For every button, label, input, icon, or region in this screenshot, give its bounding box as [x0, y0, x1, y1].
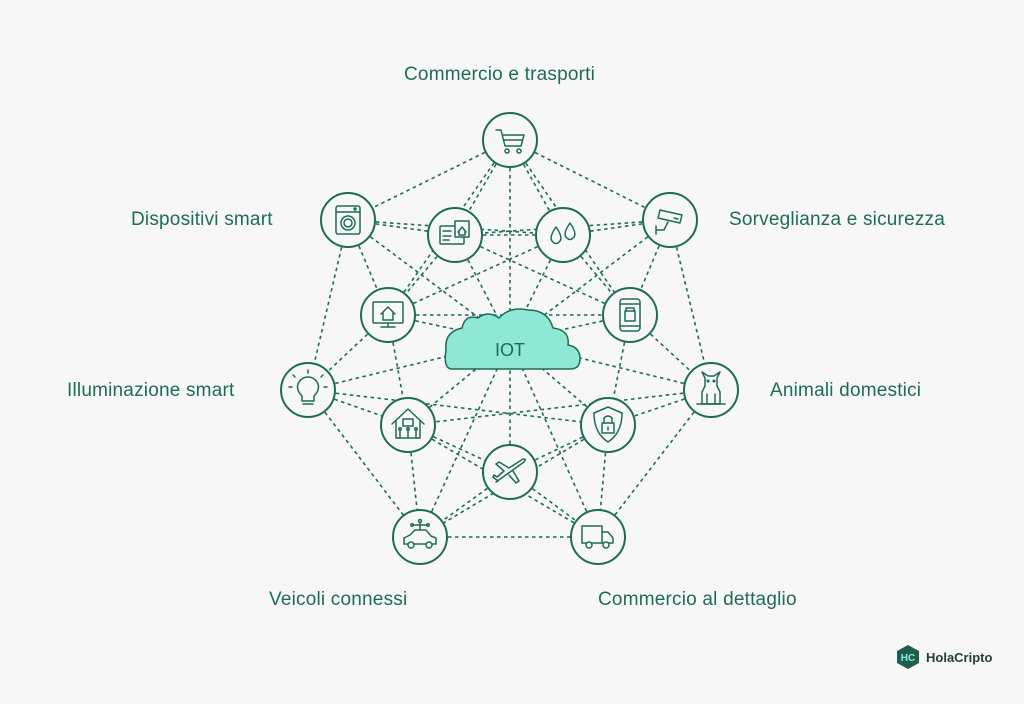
node-washer: [320, 192, 376, 248]
airplane-icon: [492, 458, 527, 484]
node-lock: [580, 397, 636, 453]
node-circle: [570, 509, 626, 565]
security-camera-icon: [655, 209, 683, 235]
connection-line: [407, 389, 712, 426]
connection-line: [407, 424, 599, 538]
label-sorveglianza-sicurezza: Sorveglianza e sicurezza: [729, 209, 946, 230]
connection-line: [419, 340, 511, 538]
dog-icon: [696, 371, 726, 405]
label-commercio-trasporti: Commercio e trasporti: [404, 64, 596, 85]
node-drops: [535, 207, 591, 263]
shopping-cart-icon: [495, 129, 525, 154]
node-camera: [642, 192, 698, 248]
node-phone: [602, 287, 658, 343]
connection-line: [307, 219, 349, 391]
node-monitor: [360, 287, 416, 343]
label-animali-domestici: Animali domestici: [770, 380, 922, 401]
label-dispositivi-smart: Dispositivi smart: [131, 209, 273, 230]
water-drops-icon: [550, 222, 576, 245]
node-car: [392, 509, 448, 565]
brand-logo: HC HolaCripto: [896, 644, 992, 670]
label-commercio-dettaglio: Commercio al dettaglio: [598, 589, 797, 610]
node-house: [380, 397, 436, 453]
iot-cloud: IOT: [444, 308, 581, 370]
node-card: [427, 207, 483, 263]
connection-line: [509, 340, 599, 538]
node-cart: [482, 112, 538, 168]
phone-app-icon: [619, 298, 641, 332]
node-circle: [683, 362, 739, 418]
brand-name: HolaCripto: [926, 649, 993, 665]
node-circle: [392, 509, 448, 565]
delivery-truck-icon: [581, 525, 614, 549]
connection-line: [419, 424, 609, 538]
light-bulb-icon: [288, 369, 328, 405]
node-circle: [380, 397, 436, 453]
node-circle: [360, 287, 416, 343]
connection-line: [509, 219, 671, 342]
smart-home-card-icon: [439, 220, 470, 245]
connection-line: [509, 139, 671, 221]
connection-line: [307, 389, 421, 538]
node-bulb: [280, 362, 336, 418]
connection-line: [597, 389, 712, 538]
node-circle: [580, 397, 636, 453]
washing-machine-icon: [335, 205, 361, 235]
circuit-house-icon: [391, 408, 425, 439]
connection-line: [669, 219, 712, 391]
node-circle: [535, 207, 591, 263]
label-illuminazione-smart: Illuminazione smart: [67, 380, 235, 401]
node-plane: [482, 444, 538, 500]
iot-label: IOT: [495, 340, 525, 360]
node-dog: [683, 362, 739, 418]
node-circle: [602, 287, 658, 343]
connection-line: [347, 139, 511, 221]
shield-lock-icon: [593, 406, 623, 443]
label-veicoli-connessi: Veicoli connessi: [269, 589, 408, 610]
node-truck: [570, 509, 626, 565]
home-monitor-icon: [372, 301, 404, 328]
connected-car-icon: [403, 518, 437, 549]
connection-line: [307, 389, 609, 426]
node-circle: [320, 192, 376, 248]
svg-text:HC: HC: [901, 653, 915, 664]
holacripto-logo-icon: HC: [897, 645, 919, 669]
